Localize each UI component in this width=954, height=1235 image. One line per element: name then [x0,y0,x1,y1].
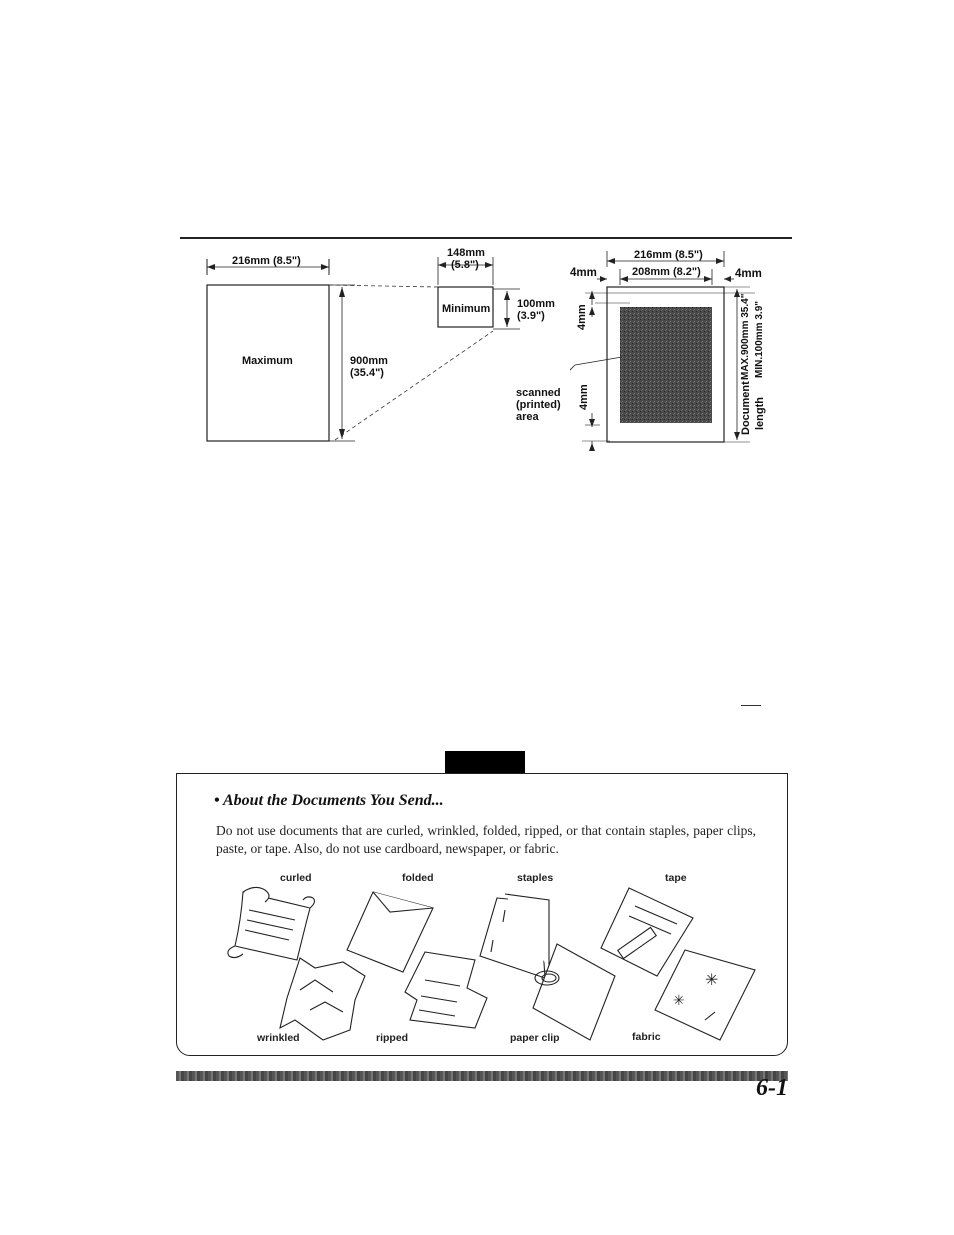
label-tape: tape [665,872,687,884]
footer-bar [176,1071,788,1081]
maximum-label: Maximum [242,355,293,367]
label-fabric: fabric [632,1031,661,1043]
page-number: 6-1 [756,1075,788,1101]
label-curled: curled [280,872,312,884]
wrinkled-doc-icon [279,957,366,1041]
note-box [176,773,788,1056]
paper-clip-doc-icon [532,943,616,1041]
max-length-label-1: 900mm [350,355,388,367]
note-body: Do not use documents that are curled, wr… [216,823,756,856]
min-width-label-2: (5.8") [451,259,479,271]
label-paper-clip: paper clip [510,1032,560,1044]
minimum-label: Minimum [442,303,491,315]
ripped-doc-icon [404,951,488,1029]
label-folded: folded [402,872,434,884]
tape-doc-icon [600,887,694,977]
mid-dash [741,705,761,707]
total-width-label: 216mm (8.5") [634,249,703,261]
max-length-label-2: (35.4") [350,367,384,379]
doc-min-label: MIN.100mm 3.9" [754,301,765,378]
scan-area-diagram [570,251,755,451]
note-tab [445,751,525,774]
curled-doc-icon [227,886,315,961]
scanned-label-1: scanned [516,387,561,399]
folded-doc-icon [346,891,434,973]
fabric-doc-icon: ✳ ✳ [654,949,756,1041]
doc-length-label-2: length [754,397,766,430]
scanned-label-2: (printed) [516,399,561,411]
margin-left-label: 4mm [570,267,597,279]
margin-right-label: 4mm [735,268,762,280]
label-wrinkled: wrinkled [257,1032,300,1044]
max-width-label: 216mm (8.5") [232,255,301,267]
label-staples: staples [517,872,554,884]
min-height-label-2: (3.9") [517,310,545,322]
doc-max-label: MAX.900mm 35.4" [740,293,751,380]
scanned-label-3: area [516,411,539,423]
top-rule [180,237,792,239]
note-heading: • About the Documents You Send... [214,792,444,809]
margin-bottom-label: 4mm [578,384,590,410]
min-height-label-1: 100mm [517,298,555,310]
staples-doc-icon [479,893,550,979]
document-size-diagram [206,257,520,442]
label-ripped: ripped [376,1032,409,1044]
scan-width-label: 208mm (8.2") [632,266,701,278]
min-width-label-1: 148mm [447,247,485,259]
doc-length-label-1: Document [740,381,752,435]
document-illustrations: ✳ ✳ [227,886,756,1041]
margin-top-label: 4mm [576,304,588,330]
svg-text:✳: ✳ [705,970,718,989]
svg-text:✳: ✳ [673,993,685,1009]
